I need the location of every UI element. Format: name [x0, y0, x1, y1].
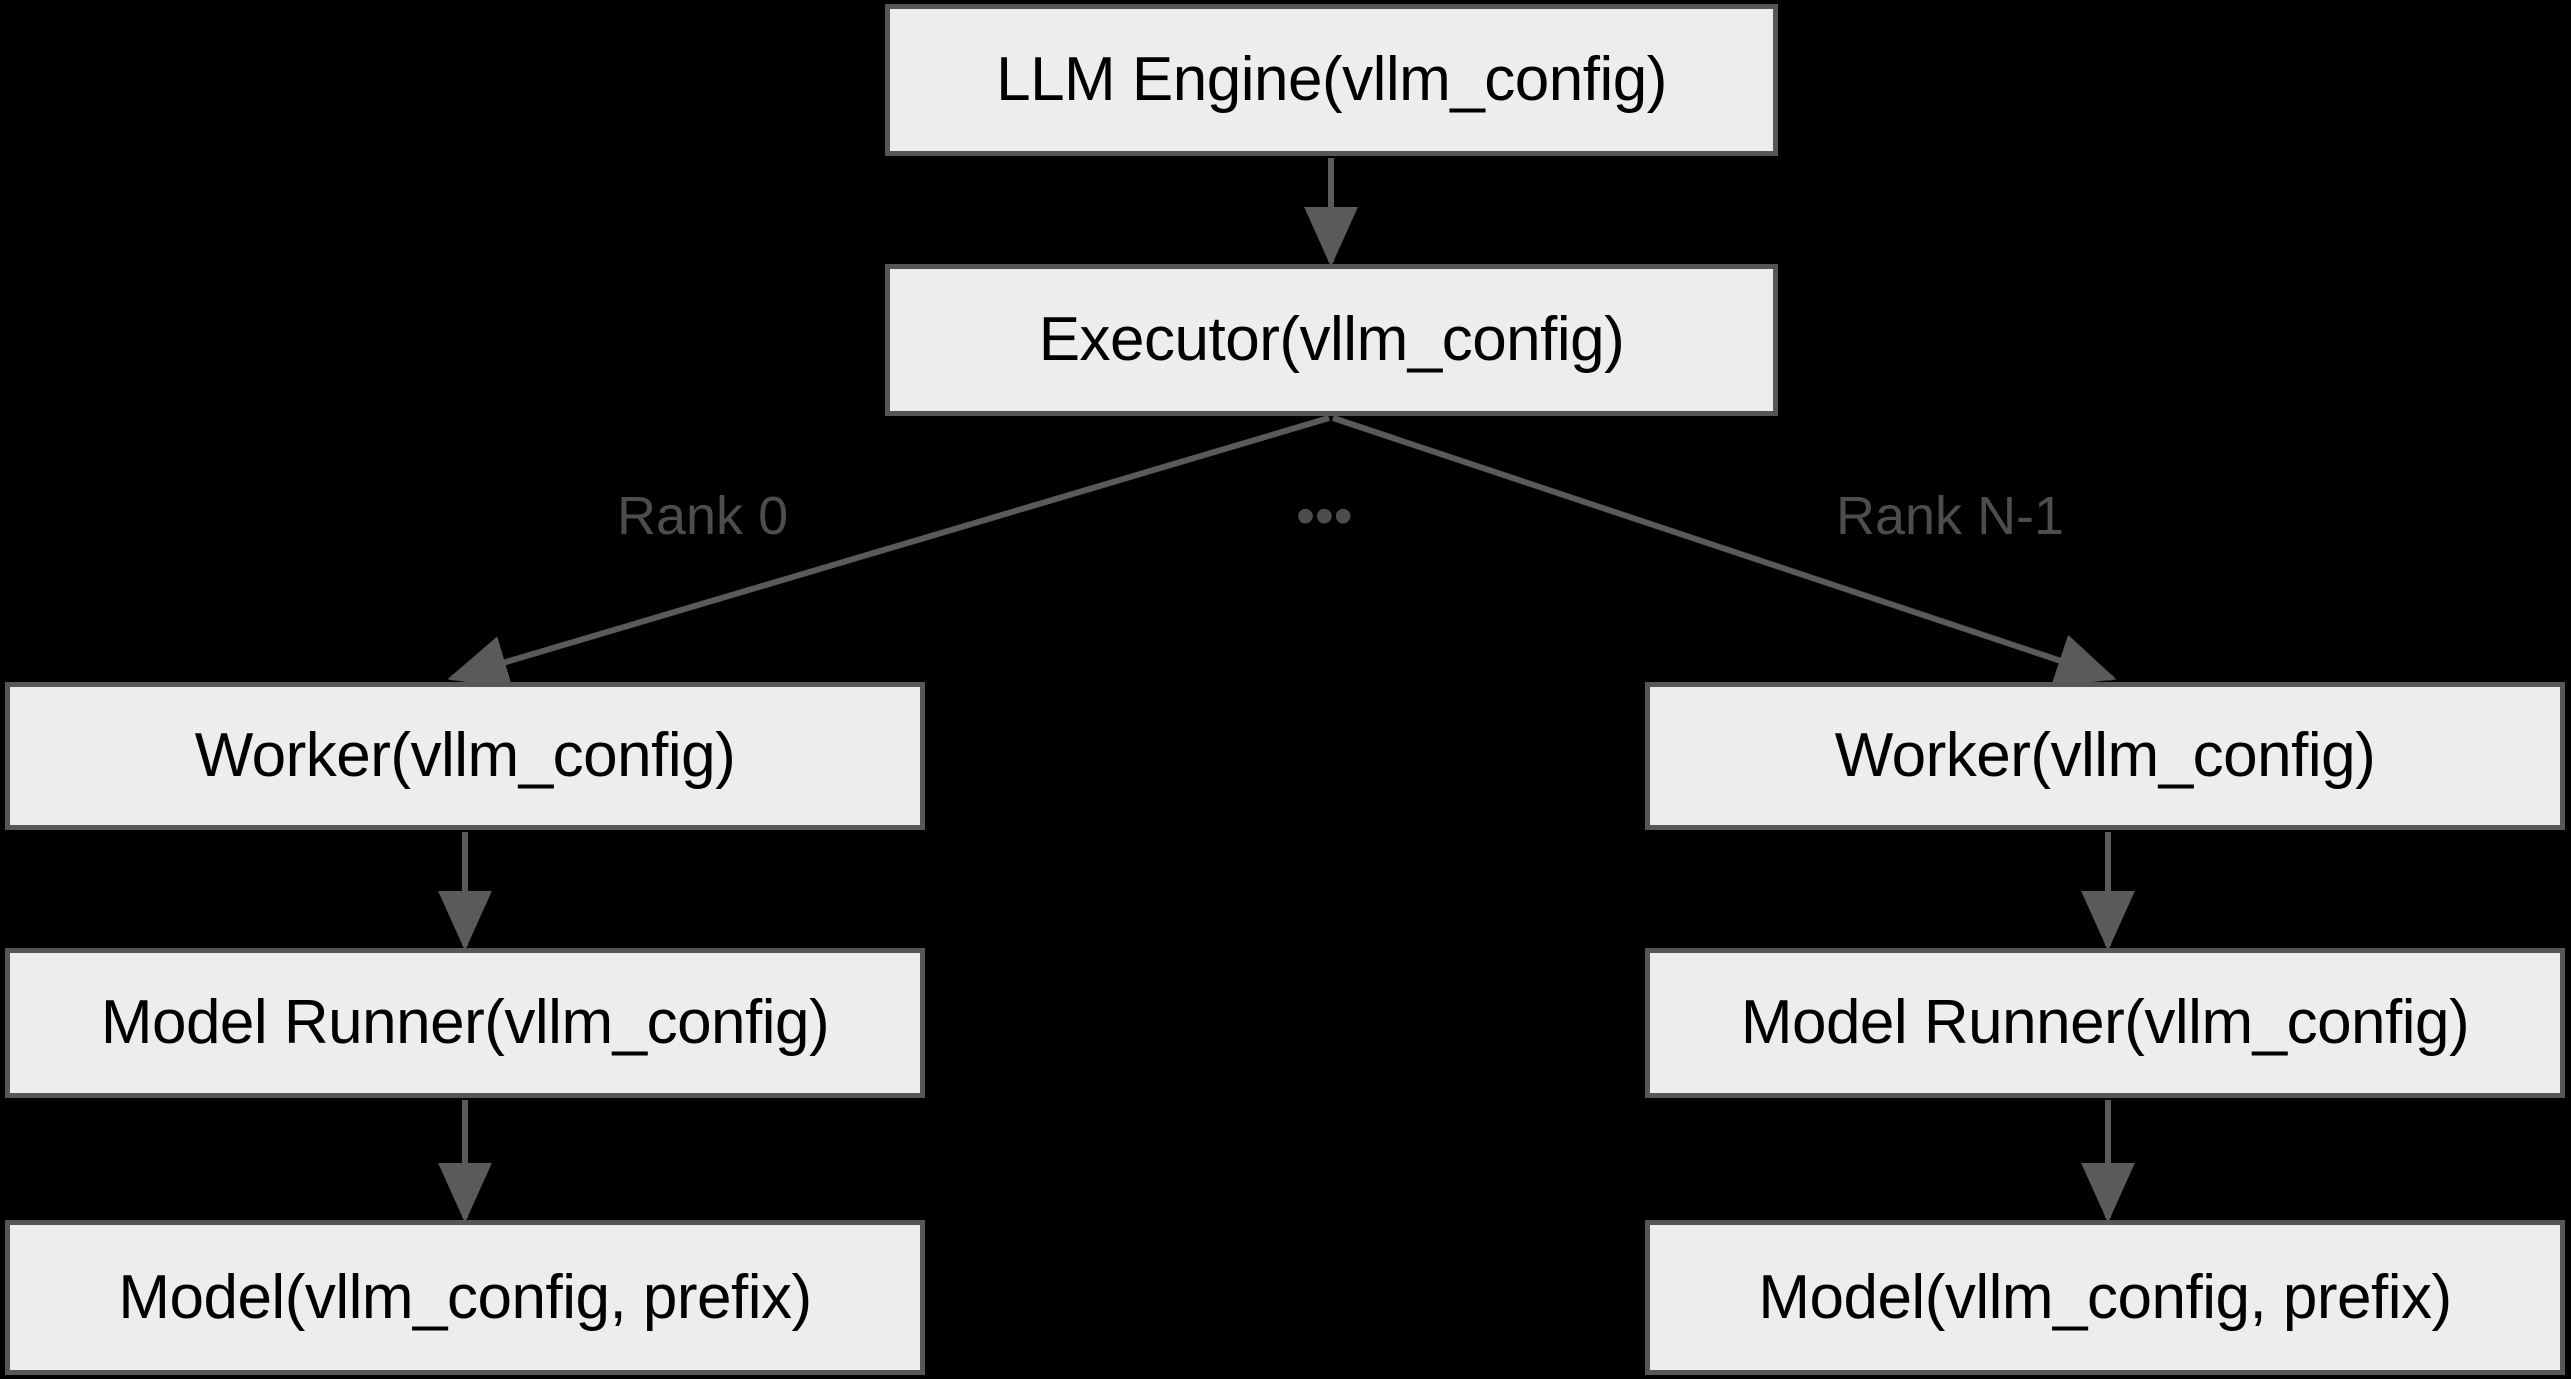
node-worker-rank-0[interactable]: Worker(vllm_config): [5, 682, 925, 830]
node-model-rank-n-label: Model(vllm_config, prefix): [1758, 1262, 2452, 1332]
node-executor[interactable]: Executor(vllm_config): [885, 264, 1778, 416]
node-llm-engine-label: LLM Engine(vllm_config): [996, 45, 1667, 114]
node-executor-label: Executor(vllm_config): [1038, 305, 1625, 374]
edge-executor-to-worker-rank-n: [1332, 415, 2117, 687]
node-worker-rank-n-label: Worker(vllm_config): [1834, 721, 2376, 790]
node-model-runner-rank-n[interactable]: Model Runner(vllm_config): [1645, 948, 2565, 1098]
node-worker-rank-n[interactable]: Worker(vllm_config): [1645, 682, 2565, 830]
edge-executor-to-worker-rank-0: [447, 415, 1330, 689]
node-model-rank-0-label: Model(vllm_config, prefix): [118, 1262, 812, 1332]
edge-label-rank-n-minus-1: Rank N-1: [1836, 486, 2065, 546]
node-worker-rank-0-label: Worker(vllm_config): [194, 721, 736, 790]
node-llm-engine[interactable]: LLM Engine(vllm_config): [885, 4, 1778, 156]
node-model-runner-rank-n-label: Model Runner(vllm_config): [1740, 988, 2470, 1057]
node-model-runner-rank-0-label: Model Runner(vllm_config): [100, 988, 830, 1057]
node-model-runner-rank-0[interactable]: Model Runner(vllm_config): [5, 948, 925, 1098]
edge-label-ellipsis: •••: [1296, 486, 1353, 546]
node-model-rank-n[interactable]: Model(vllm_config, prefix): [1645, 1220, 2565, 1375]
edge-label-rank-0: Rank 0: [617, 486, 789, 546]
node-model-rank-0[interactable]: Model(vllm_config, prefix): [5, 1220, 925, 1375]
